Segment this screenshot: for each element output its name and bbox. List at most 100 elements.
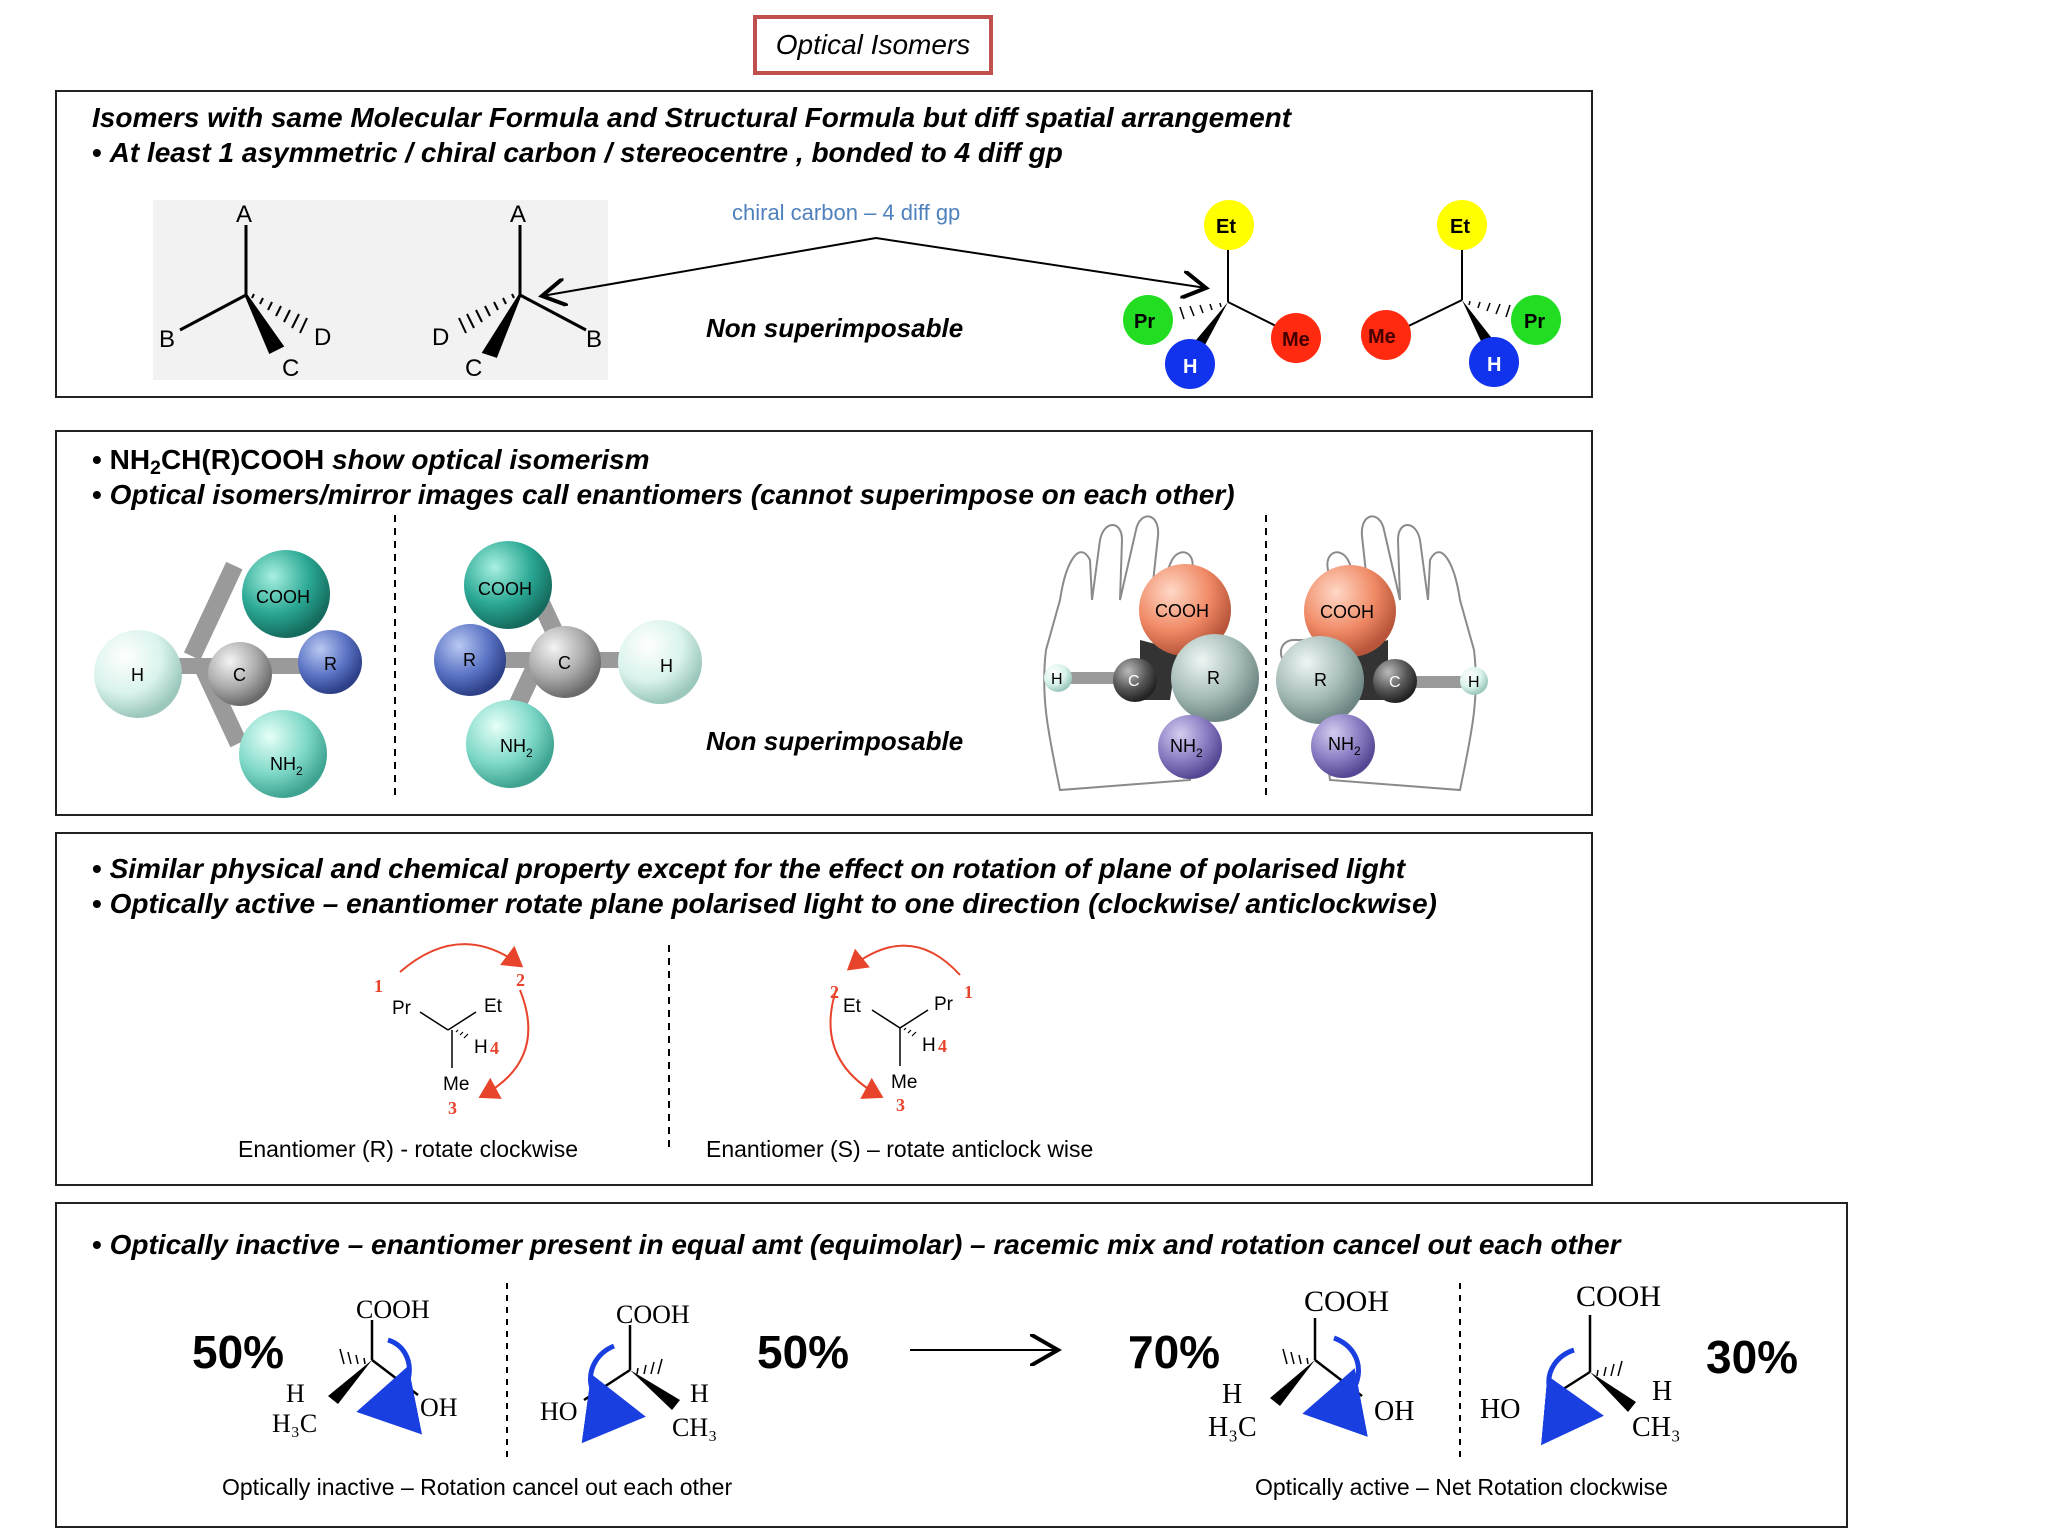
hand-atom-r-2: R (1314, 670, 1327, 690)
hand-model-left (1044, 564, 1259, 779)
atom-h-1: H (131, 665, 144, 685)
percent-70: 70% (1128, 1326, 1221, 1378)
b-ch3: CH₃ (672, 1413, 717, 1442)
atom-r-1: R (324, 654, 337, 674)
amino-acid-model-right (434, 541, 702, 788)
formula-nh: NH (109, 444, 151, 475)
caption-enantiomer-s: Enantiomer (S) – rotate anticlock wise (706, 1136, 1094, 1162)
ball-me-2: Me (1368, 326, 1396, 348)
r-pr: Pr (392, 998, 412, 1019)
rotation-diagrams: Pr Et H Me 1 2 3 4 Et Pr H Me 1 2 3 4 (374, 943, 973, 1150)
optically-inactive-bullet: Optically inactive – enantiomer present … (92, 1229, 1621, 1261)
molecule-c (1270, 1318, 1368, 1437)
label-d-left: D (314, 324, 331, 351)
ball-et-1: Et (1216, 216, 1236, 238)
non-superimposable-label-1: Non superimposable (706, 313, 964, 343)
d-ch3: CH₃ (1632, 1412, 1681, 1443)
hand-atom-nh-2: NH2 (1328, 734, 1361, 758)
hand-atom-nh-1: NH2 (1170, 736, 1203, 760)
amino-acid-models: COOH H R C NH2 COOH R C H NH2 COOH H C R… (94, 515, 1488, 800)
tetrahedron-left (179, 225, 308, 355)
property-bullet: Similar physical and chemical property e… (92, 853, 1406, 885)
ball-pr-2: Pr (1524, 311, 1545, 333)
caption-enantiomer-r: Enantiomer (R) - rotate clockwise (238, 1136, 578, 1162)
s-et: Et (843, 996, 862, 1017)
definition-line: Isomers with same Molecular Formula and … (92, 102, 1292, 133)
hand-atom-h-2: H (1468, 674, 1480, 691)
tetrahedron-left-background (153, 200, 608, 380)
ball-h-2: H (1487, 354, 1501, 376)
molecule-d (1540, 1315, 1636, 1446)
d-h: H (1652, 1376, 1672, 1407)
r-p3: 3 (448, 1098, 457, 1118)
hand-atom-h-1: H (1051, 671, 1063, 688)
formula-suffix: show optical isomerism (324, 444, 650, 475)
s-p2: 2 (830, 982, 839, 1002)
atom-c-2: C (558, 653, 571, 673)
atom-cooh-2: COOH (478, 579, 532, 599)
d-ho: HO (1480, 1394, 1520, 1425)
chiral-carbon-bullet: At least 1 asymmetric / chiral carbon / … (92, 137, 1063, 169)
caption-optically-active: Optically active – Net Rotation clockwis… (1255, 1474, 1668, 1500)
s-me: Me (891, 1072, 917, 1093)
ball-me-1: Me (1282, 329, 1310, 351)
s-pr: Pr (934, 994, 954, 1015)
formula-sub: 2 (150, 456, 161, 479)
ball-pr-1: Pr (1134, 311, 1155, 333)
arrow-to-tetrahedron (542, 237, 877, 296)
label-d-right: D (432, 324, 449, 351)
a-oh: OH (420, 1393, 458, 1422)
label-a-left: A (236, 201, 252, 228)
r-et: Et (484, 996, 503, 1017)
molecule-b (581, 1325, 680, 1444)
hand-atom-cooh-1: COOH (1155, 601, 1209, 621)
hand-atom-c-2: C (1389, 674, 1401, 691)
atom-nh-2: NH2 (500, 736, 533, 760)
s-p4: 4 (938, 1036, 947, 1056)
r-p4: 4 (490, 1038, 499, 1058)
a-h: H (286, 1379, 305, 1408)
b-h: H (690, 1379, 709, 1408)
label-b-right: B (586, 326, 602, 353)
r-h: H (474, 1037, 488, 1058)
atom-h-2: H (660, 656, 673, 676)
label-c-right: C (465, 355, 482, 382)
c-h: H (1222, 1379, 1242, 1410)
tetrahedral-mirror-diagram: A B C D A D C B Et Pr Me H Et Me P (153, 200, 1561, 389)
atom-r-2: R (463, 650, 476, 670)
molecule-a (328, 1320, 423, 1435)
c-cooh: COOH (1304, 1285, 1389, 1318)
s-p3: 3 (896, 1095, 905, 1115)
percent-30: 30% (1706, 1331, 1799, 1383)
non-superimposable-label-2: Non superimposable (706, 726, 964, 756)
formula-rest: CH(R)COOH (160, 444, 325, 475)
s-h: H (922, 1035, 936, 1056)
ball-et-2: Et (1450, 216, 1470, 238)
mirror-images-bullet: Optical isomers/mirror images call enant… (92, 479, 1235, 511)
a-h3c: H₃C (272, 1409, 317, 1438)
label-b-left: B (159, 326, 175, 353)
hand-atom-r-1: R (1207, 668, 1220, 688)
atom-nh-1: NH2 (270, 754, 303, 778)
label-a-right: A (510, 201, 526, 228)
hand-model-right (1276, 565, 1488, 778)
optically-active-bullet: Optically active – enantiomer rotate pla… (92, 888, 1437, 920)
r-p2: 2 (516, 970, 525, 990)
arrow-to-ball-model (875, 237, 1206, 288)
amino-acid-bullet: NH2CH(R)COOH show optical isomerism (92, 444, 650, 480)
s-enantiomer (829, 944, 961, 1099)
d-cooh: COOH (1576, 1280, 1661, 1313)
c-h3c: H₃C (1208, 1412, 1257, 1443)
caption-optically-inactive: Optically inactive – Rotation cancel out… (222, 1474, 733, 1500)
atom-c-1: C (233, 665, 246, 685)
atom-cooh-1: COOH (256, 587, 310, 607)
right-hand-outline (1279, 515, 1477, 792)
ball-model-right (1361, 200, 1561, 387)
hand-atom-c-1: C (1128, 673, 1140, 690)
label-c-left: C (282, 355, 299, 382)
percent-50-right: 50% (757, 1326, 850, 1378)
chiral-carbon-label: chiral carbon – 4 diff gp (732, 200, 961, 225)
ball-model-left (1123, 200, 1321, 389)
b-cooh: COOH (616, 1300, 690, 1329)
tetrahedron-right (458, 225, 587, 358)
